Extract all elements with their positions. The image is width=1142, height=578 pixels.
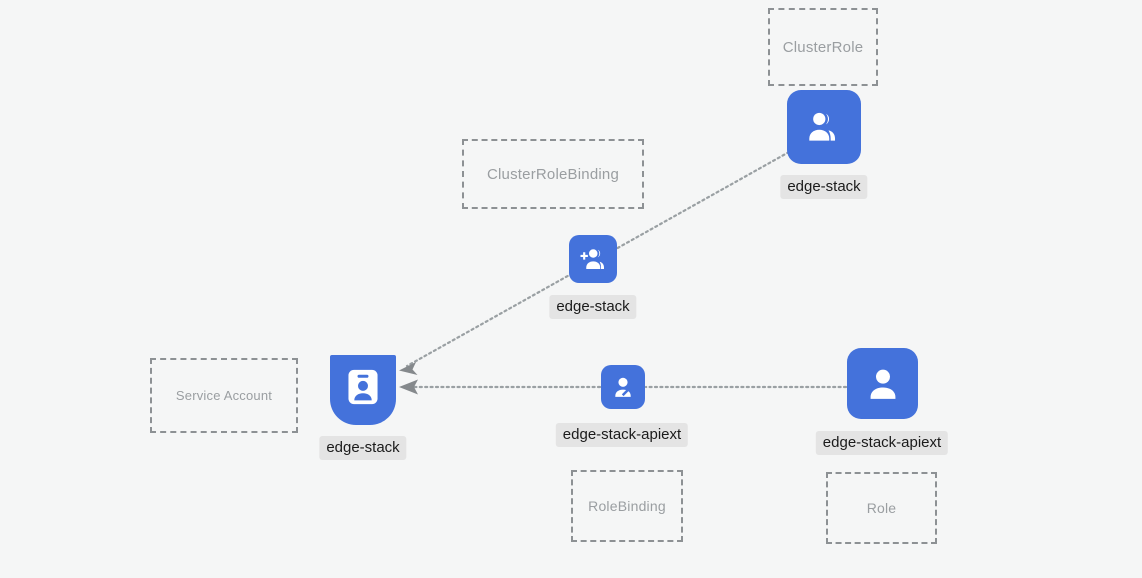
person-add-icon bbox=[578, 244, 608, 274]
person-edit-icon bbox=[609, 373, 637, 401]
group-label-cluster-role-binding: ClusterRoleBinding bbox=[486, 165, 619, 183]
service-account-name-chip: edge-stack bbox=[319, 436, 407, 461]
group-box-service-account[interactable]: Service Account bbox=[150, 358, 298, 433]
cluster-role-binding-name-chip: edge-stack bbox=[549, 295, 637, 320]
role-icon-tile[interactable] bbox=[847, 348, 918, 419]
group-box-role[interactable]: Role bbox=[826, 472, 937, 544]
edge-rolebinding-to-serviceaccount bbox=[399, 379, 602, 395]
role-binding-name-label: edge-stack-apiext bbox=[562, 426, 682, 443]
group-label-role-binding: RoleBinding bbox=[588, 498, 666, 514]
group-label-service-account: Service Account bbox=[175, 388, 273, 403]
group-box-cluster-role[interactable]: ClusterRole bbox=[768, 8, 878, 86]
role-name-label: edge-stack-apiext bbox=[822, 434, 942, 451]
group-icon bbox=[803, 106, 845, 148]
role-binding-icon-tile[interactable] bbox=[601, 365, 645, 409]
cluster-role-binding-name-label: edge-stack bbox=[556, 298, 630, 315]
service-account-icon-tile[interactable] bbox=[330, 355, 396, 425]
group-name-chip: edge-stack bbox=[780, 175, 868, 200]
person-icon bbox=[862, 363, 904, 405]
role-name-chip: edge-stack-apiext bbox=[815, 431, 949, 456]
group-box-cluster-role-binding[interactable]: ClusterRoleBinding bbox=[462, 139, 644, 209]
group-box-role-binding[interactable]: RoleBinding bbox=[571, 470, 683, 542]
service-account-name-label: edge-stack bbox=[326, 439, 400, 456]
group-label-role: Role bbox=[866, 500, 897, 516]
group-icon-tile[interactable] bbox=[787, 90, 861, 164]
role-binding-name-chip: edge-stack-apiext bbox=[555, 423, 689, 448]
group-label-cluster-role: ClusterRole bbox=[782, 38, 864, 56]
group-name-label: edge-stack bbox=[787, 178, 861, 195]
id-badge-icon bbox=[345, 366, 381, 408]
cluster-role-binding-icon-tile[interactable] bbox=[569, 235, 617, 283]
